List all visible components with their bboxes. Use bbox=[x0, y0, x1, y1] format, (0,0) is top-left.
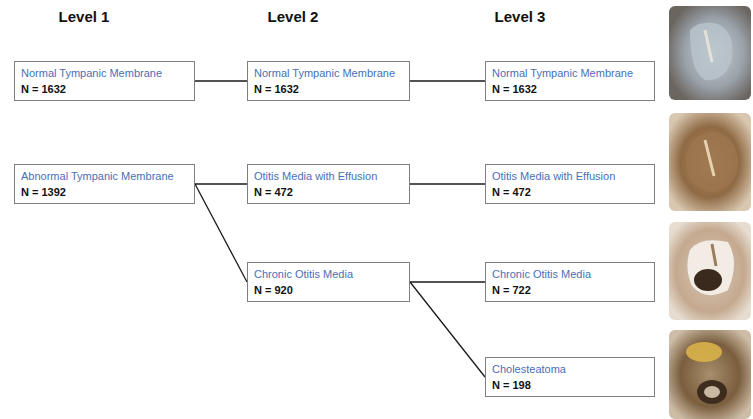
connector-line bbox=[410, 183, 485, 184]
class-name: Chronic Otitis Media bbox=[492, 267, 648, 281]
sample-count: N = 472 bbox=[492, 185, 648, 199]
class-box: Chronic Otitis Media N = 722 bbox=[485, 262, 655, 302]
sample-count: N = 1392 bbox=[21, 185, 188, 199]
chronic-otitis-photo bbox=[669, 222, 751, 320]
level-heading: Level 3 bbox=[495, 8, 546, 25]
class-name: Otitis Media with Effusion bbox=[254, 169, 403, 183]
class-box: Normal Tympanic Membrane N = 1632 bbox=[485, 61, 655, 101]
level-heading: Level 2 bbox=[268, 8, 319, 25]
sample-count: N = 1632 bbox=[21, 82, 188, 96]
sample-count: N = 198 bbox=[492, 378, 648, 392]
class-box: Normal Tympanic Membrane N = 1632 bbox=[14, 61, 195, 101]
class-box: Cholesteatoma N = 198 bbox=[485, 357, 655, 397]
connector-line bbox=[195, 80, 247, 81]
normal-photo bbox=[669, 6, 751, 100]
class-box: Otitis Media with Effusion N = 472 bbox=[485, 164, 655, 204]
class-box: Normal Tympanic Membrane N = 1632 bbox=[247, 61, 410, 101]
class-name: Chronic Otitis Media bbox=[254, 267, 403, 281]
connector-line bbox=[410, 80, 485, 81]
connector-line bbox=[410, 282, 485, 377]
class-name: Normal Tympanic Membrane bbox=[254, 66, 403, 80]
connector-line bbox=[195, 183, 247, 184]
sample-count: N = 920 bbox=[254, 283, 403, 297]
class-box: Abnormal Tympanic Membrane N = 1392 bbox=[14, 164, 195, 204]
sample-count: N = 1632 bbox=[254, 82, 403, 96]
class-name: Normal Tympanic Membrane bbox=[492, 66, 648, 80]
class-box: Otitis Media with Effusion N = 472 bbox=[247, 164, 410, 204]
cholesteatoma-photo bbox=[669, 330, 751, 419]
level-heading: Level 1 bbox=[59, 8, 110, 25]
sample-count: N = 472 bbox=[254, 185, 403, 199]
class-name: Otitis Media with Effusion bbox=[492, 169, 648, 183]
connector-line bbox=[410, 281, 485, 282]
class-name: Abnormal Tympanic Membrane bbox=[21, 169, 188, 183]
class-name: Normal Tympanic Membrane bbox=[21, 66, 188, 80]
effusion-photo bbox=[669, 113, 751, 211]
connector-line bbox=[195, 184, 247, 282]
class-box: Chronic Otitis Media N = 920 bbox=[247, 262, 410, 302]
class-name: Cholesteatoma bbox=[492, 362, 648, 376]
sample-count: N = 722 bbox=[492, 283, 648, 297]
sample-count: N = 1632 bbox=[492, 82, 648, 96]
